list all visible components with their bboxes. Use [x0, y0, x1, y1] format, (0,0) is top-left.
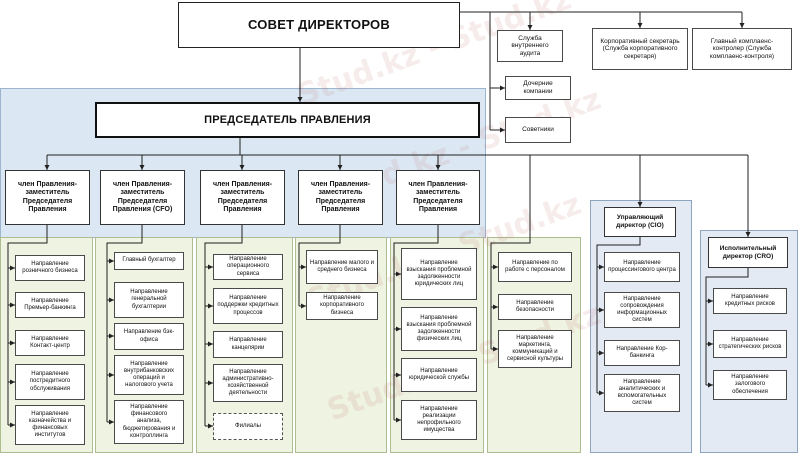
subsidiaries-box: Дочерние компании: [505, 76, 571, 100]
deputy-chairman-cfo-box: член Правления-заместитель Председателя …: [100, 170, 185, 225]
unit-box: Направление операционного сервиса: [213, 254, 283, 280]
unit-box: Направление постредитного обслуживания: [15, 364, 85, 400]
deputy-chairman-box: член Правления-заместитель Председателя …: [200, 170, 285, 225]
unit-box: Направление безопасности: [498, 294, 572, 320]
corporate-secretary-box: Корпоративный секретарь (Служба корпорат…: [592, 28, 688, 70]
unit-box: Направление процессингового центра: [604, 252, 680, 282]
internal-audit-box: Служба внутреннего аудита: [497, 30, 563, 62]
compliance-controller-box: Главный комплаенс-контролер (Служба комп…: [692, 28, 792, 70]
unit-box: Направление юридической службы: [401, 358, 477, 392]
connector-line: [298, 225, 341, 306]
unit-box: Направление кредитных рисков: [713, 288, 787, 314]
connector-line: [204, 225, 243, 426]
unit-box: Направление залогового обеспечения: [713, 370, 787, 400]
unit-box: Направление взыскания проблемной задолже…: [401, 307, 477, 351]
unit-box: Направление Премьер-банкинга: [15, 292, 85, 318]
connector-line: [596, 237, 641, 393]
chairman-box: ПРЕДСЕДАТЕЛЬ ПРАВЛЕНИЯ: [95, 102, 480, 138]
unit-box: Направление аналитических и вспомогатель…: [604, 374, 680, 412]
unit-box: Направление генеральной бухгалтерии: [114, 282, 184, 318]
cro-header-box: Исполнительный директор (CRO): [708, 237, 788, 268]
deputy-chairman-box: член Правления-заместитель Председателя …: [396, 170, 480, 225]
connector-line: [106, 225, 143, 422]
unit-box: Направление административно-хозяйственно…: [213, 364, 283, 402]
unit-box: Направление финансового анализа, бюджети…: [114, 400, 184, 444]
unit-box: Направление бэк-офиса: [114, 323, 184, 350]
unit-box: Направление малого и среднего бизнеса: [306, 250, 378, 284]
deputy-chairman-box: член Правления-заместитель Председателя …: [5, 170, 90, 225]
unit-box: Направление канцелярии: [213, 331, 283, 358]
advisors-box: Советники: [505, 117, 571, 143]
deputy-chairman-box: член Правления-заместитель Председателя …: [298, 170, 383, 225]
unit-box: Направление взыскания проблемной задолже…: [401, 248, 477, 300]
unit-box: Направление казначейства и финансовых ин…: [15, 405, 85, 445]
connector-line: [393, 225, 439, 420]
unit-box: Направление поддержки кредитных процессо…: [213, 288, 283, 324]
unit-box: Направление Кор-банкинга: [604, 340, 680, 366]
unit-box: Направление розничного бизнеса: [15, 255, 85, 281]
connector-line: [705, 268, 749, 385]
unit-box: Направление корпоративного бизнеса: [306, 292, 378, 320]
unit-box: Главный бухгалтер: [114, 252, 184, 270]
unit-box: Направление Контакт-центр: [15, 330, 85, 356]
connector-line: [490, 155, 531, 349]
cio-header-box: Управляющий директор (CIO): [604, 207, 676, 237]
unit-box: Направление стратегических рисков: [713, 330, 787, 358]
board-of-directors-box: СОВЕТ ДИРЕКТОРОВ: [178, 2, 460, 48]
unit-box: Направление маркетинга, коммуникаций и с…: [498, 330, 572, 368]
unit-box: Направление внутрибанковских операций и …: [114, 355, 184, 395]
unit-box: Направление по работе с персоналом: [498, 252, 572, 282]
connector-line: [7, 225, 48, 425]
branches-box: Филиалы: [213, 413, 283, 440]
unit-box: Направление реализации непрофильного иму…: [401, 400, 477, 440]
unit-box: Направление сопровождения информационных…: [604, 292, 680, 328]
